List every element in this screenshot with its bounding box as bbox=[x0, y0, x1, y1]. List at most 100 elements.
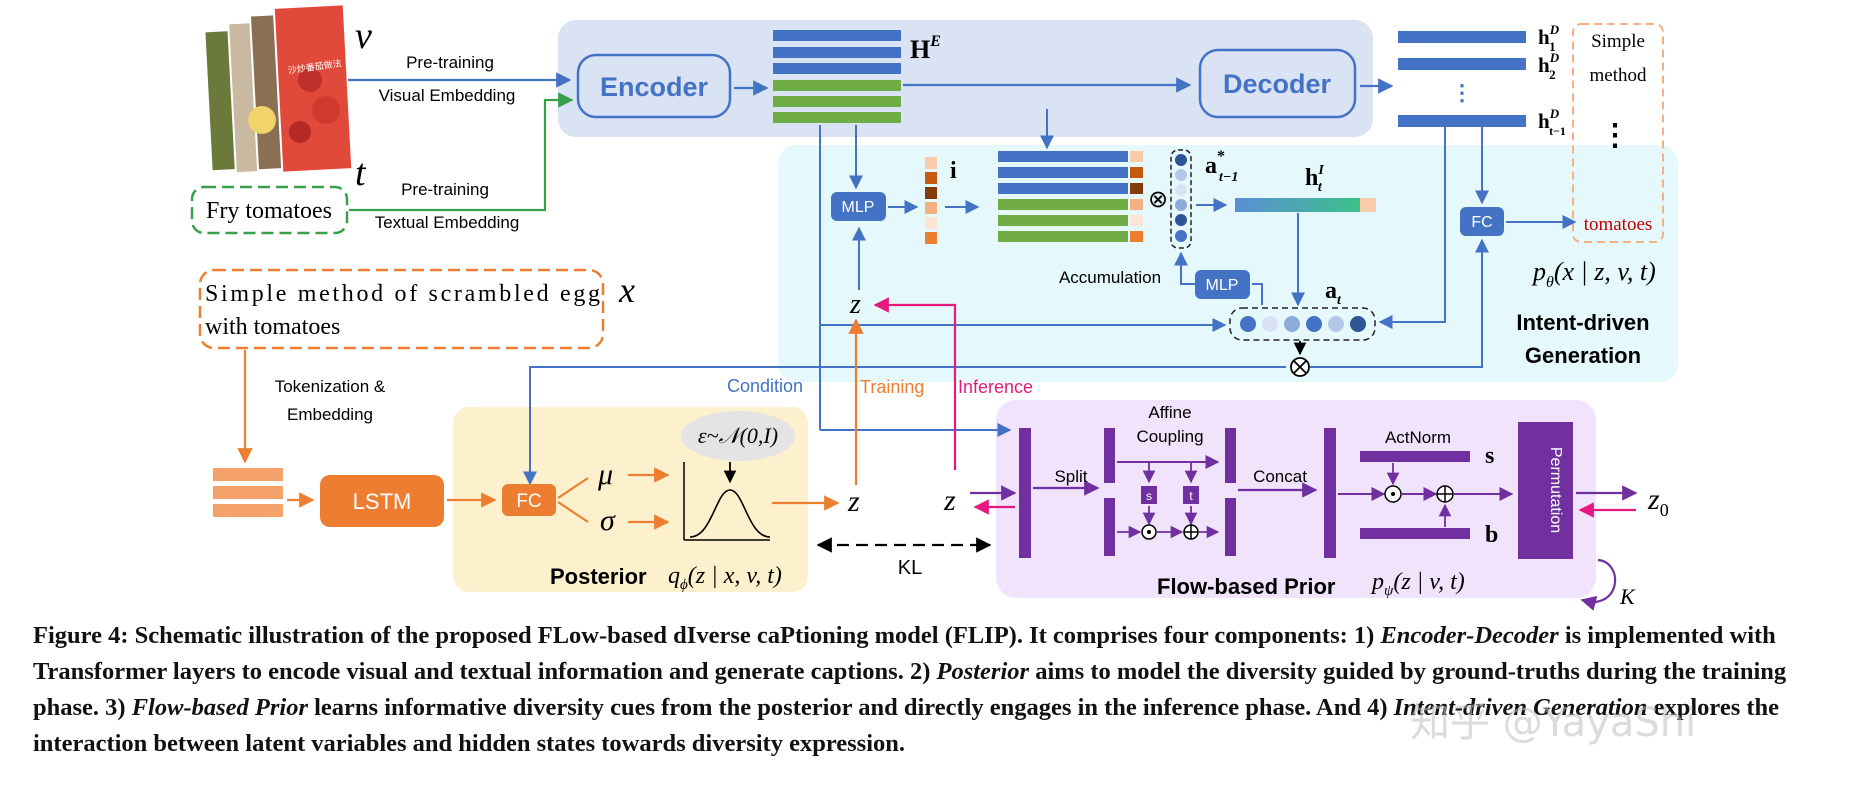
z0-label: z0 bbox=[1647, 483, 1669, 520]
actnorm-label: ActNorm bbox=[1385, 428, 1451, 447]
s-coupling-box bbox=[1141, 486, 1157, 504]
caption-italic-3: Flow-based Prior bbox=[131, 694, 308, 721]
output-dots: ⋮ bbox=[1600, 119, 1630, 152]
legend-condition: Condition bbox=[727, 376, 803, 396]
decoder-box bbox=[1198, 48, 1357, 119]
flow-prior-panel bbox=[996, 400, 1596, 598]
t-coupling-box bbox=[1183, 486, 1199, 504]
split-label: Split bbox=[1054, 467, 1087, 486]
legend-training: Training bbox=[860, 377, 924, 397]
encoder-label: Encoder bbox=[600, 72, 709, 102]
caption-input-box bbox=[198, 268, 605, 350]
k-loop-arrow bbox=[1580, 558, 1617, 610]
mlp-label-bottom: MLP bbox=[1206, 277, 1239, 294]
caption-input-line2: with tomatoes bbox=[205, 314, 340, 340]
a-t-label: at bbox=[1325, 278, 1342, 308]
mu-label: μ bbox=[597, 458, 613, 491]
epsilon-label: ε~𝒩(0,I) bbox=[698, 423, 778, 448]
caption-italic-2: Posterior bbox=[936, 658, 1030, 685]
he-feature-stack bbox=[773, 30, 901, 123]
flow-prior-title: Flow-based Prior bbox=[1157, 574, 1336, 599]
caption-text-1: Figure 4: Schematic illustration of the … bbox=[33, 622, 1381, 649]
output-prob-label: pθ(x | z, v, t) bbox=[1531, 257, 1656, 291]
concat-bar bbox=[1324, 428, 1336, 558]
video-frames: 沙炒番茄做法 bbox=[203, 3, 354, 175]
embedding-label: Embedding bbox=[287, 405, 373, 424]
text-input-label: Fry tomatoes bbox=[206, 198, 332, 224]
lstm-box bbox=[320, 475, 444, 527]
figure-caption: Figure 4: Schematic illustration of the … bbox=[33, 618, 1848, 762]
s-coupling-label: s bbox=[1146, 489, 1152, 503]
output-word-tomatoes: tomatoes bbox=[1584, 214, 1653, 235]
z-intent: z bbox=[849, 289, 861, 320]
split-bar-bottom bbox=[1104, 498, 1115, 556]
caption-text-2: is implemented with Transformer layers t… bbox=[33, 622, 1776, 685]
fc-box-intent bbox=[1460, 207, 1504, 236]
t-coupling-label: t bbox=[1189, 489, 1193, 503]
fc-label-intent: FC bbox=[1471, 214, 1492, 231]
mlp-box-bottom bbox=[1195, 270, 1250, 299]
output-word-simple: Simple bbox=[1591, 31, 1645, 52]
posterior-title: Posterior bbox=[550, 564, 647, 589]
h2-bar bbox=[1398, 58, 1526, 70]
k-label: K bbox=[1619, 584, 1636, 609]
mlp-box-top bbox=[831, 192, 886, 221]
h-dots: ⋮ bbox=[1451, 80, 1473, 105]
z-flow: z bbox=[943, 484, 956, 517]
b-label: b bbox=[1485, 522, 1498, 548]
output-words-box bbox=[1572, 23, 1664, 243]
legend-inference: Inference bbox=[958, 377, 1033, 397]
accumulation-label: Accumulation bbox=[1059, 268, 1161, 287]
encoder-decoder-panel bbox=[558, 20, 1373, 137]
sigma-label: σ bbox=[600, 504, 616, 537]
otimes-symbol-top: ⊗ bbox=[1148, 187, 1168, 213]
tokenization-label: Tokenization & bbox=[275, 377, 386, 396]
textual-embedding-label: Textual Embedding bbox=[375, 213, 520, 232]
flip-diagram: 沙炒番茄做法 v t x Pre-training Visual Embeddi… bbox=[190, 3, 1678, 610]
combined-feature-stack bbox=[998, 151, 1143, 242]
caption-embedding-stack bbox=[213, 468, 283, 517]
gaussian-plot bbox=[683, 462, 771, 541]
visual-embedding-label: Visual Embedding bbox=[379, 86, 516, 105]
i-vector bbox=[925, 157, 937, 244]
h1-bar bbox=[1398, 31, 1526, 43]
epsilon-bubble bbox=[681, 411, 795, 461]
mlp-label-top: MLP bbox=[842, 199, 875, 216]
i-label: i bbox=[950, 158, 957, 184]
affine-label-line2: Coupling bbox=[1136, 427, 1203, 446]
actnorm-b-bar bbox=[1360, 528, 1470, 539]
split-bar-top bbox=[1104, 428, 1115, 483]
a-star-column bbox=[1170, 149, 1192, 249]
textual-pretraining-label: Pre-training bbox=[401, 180, 489, 199]
decoder-label: Decoder bbox=[1223, 69, 1332, 99]
he-label: HE bbox=[910, 33, 941, 64]
caption-text-3: aims to model the diversity guided by gr… bbox=[33, 658, 1787, 721]
caption-text-5: explores the interaction between latent … bbox=[33, 694, 1780, 757]
a-star-label: a*t−1 bbox=[1205, 148, 1238, 185]
z-posterior: z bbox=[847, 485, 860, 518]
intent-title-line2: Generation bbox=[1525, 343, 1641, 368]
a-t-row bbox=[1229, 307, 1376, 341]
concat-label: Concat bbox=[1253, 467, 1307, 486]
flow-input-bar bbox=[1019, 428, 1031, 558]
output-word-method: method bbox=[1590, 65, 1647, 86]
caption-italic-4: Intent-driven Generation bbox=[1393, 694, 1648, 721]
posterior-q-label: qϕ(z | x, v, t) bbox=[668, 563, 782, 593]
permutation-box bbox=[1518, 422, 1573, 559]
caption-text-4: learns informative diversity cues from t… bbox=[307, 694, 1394, 721]
caption-input-line1: Simple method of scrambled egg bbox=[205, 281, 600, 307]
v-symbol: v bbox=[355, 15, 372, 57]
flow-p-label: pψ(z | v, t) bbox=[1370, 569, 1465, 599]
fc-label-posterior: FC bbox=[516, 491, 541, 512]
text-input-box bbox=[190, 185, 349, 235]
visual-pretraining-label: Pre-training bbox=[406, 53, 494, 72]
lstm-label: LSTM bbox=[353, 489, 412, 514]
caption-italic-1: Encoder-Decoder bbox=[1380, 622, 1559, 649]
ht-bar bbox=[1398, 115, 1526, 127]
intent-title-line1: Intent-driven bbox=[1516, 310, 1649, 335]
x-symbol: x bbox=[618, 270, 635, 310]
actnorm-s-bar bbox=[1360, 451, 1470, 462]
